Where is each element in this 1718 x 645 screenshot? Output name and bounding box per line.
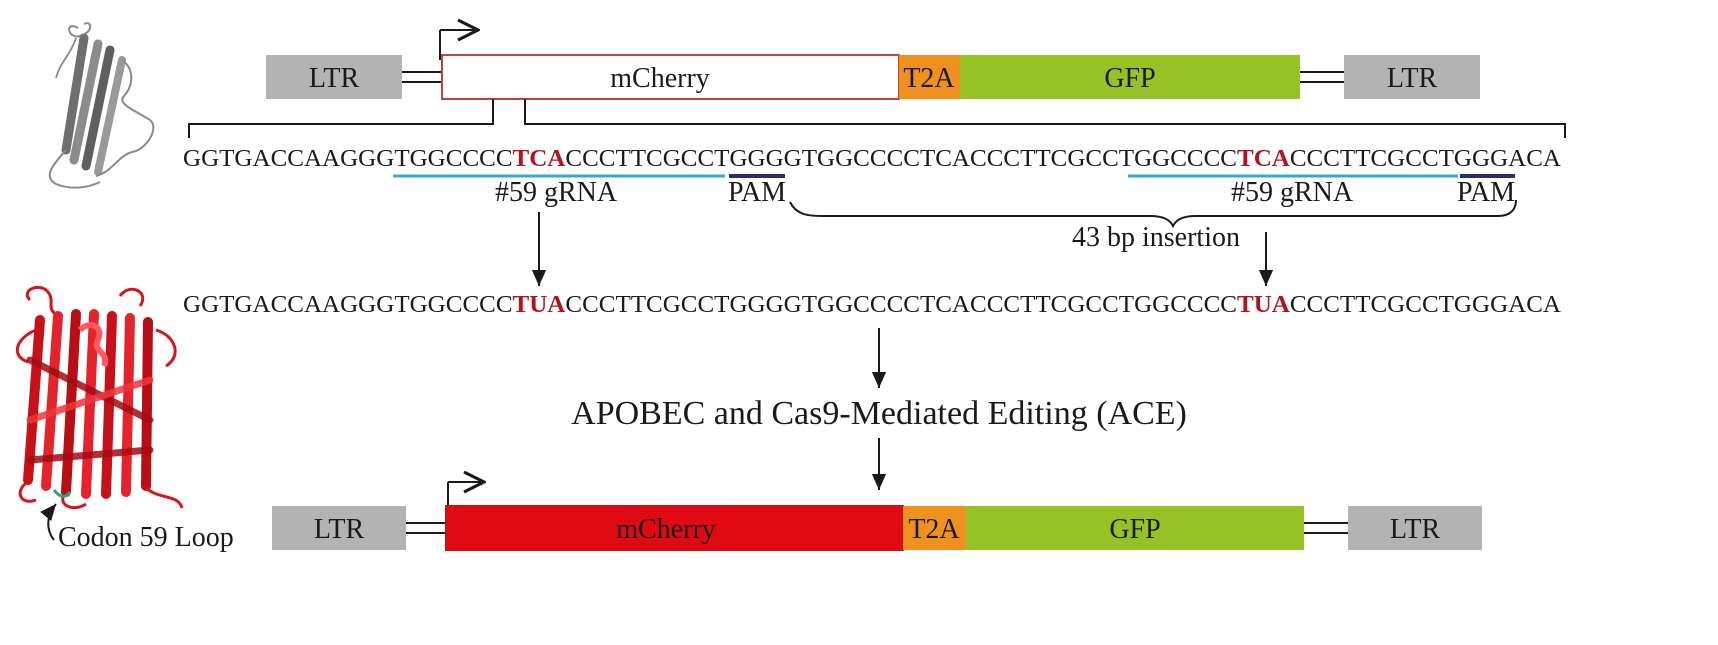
t2a-box-bottom: [903, 506, 966, 550]
ltr-right-box: [1344, 55, 1480, 99]
edit-seg-5: CCCTTCGCCTGGGACA: [1290, 292, 1562, 318]
ltr-right-label: LTR: [1387, 63, 1438, 94]
ltr-left-label-bottom: LTR: [314, 514, 365, 545]
zoom-bracket: [188, 99, 1566, 138]
pam-label-right: PAM: [1457, 177, 1515, 208]
t2a-label-bottom: T2A: [908, 514, 960, 545]
t2a-label-top: T2A: [903, 63, 955, 94]
bottom-construct: LTR mCherry T2A GFP LTR: [272, 482, 1482, 551]
grey-strand-3: [81, 45, 115, 171]
ltr-right-box-bottom: [1348, 506, 1482, 550]
pam-label-left: PAM: [728, 177, 786, 208]
ltr-left-label: LTR: [309, 63, 360, 94]
gfp-label-bottom: GFP: [1109, 514, 1160, 545]
grey-strand-1: [61, 33, 89, 155]
grna-label-left: #59 gRNA: [495, 177, 618, 208]
orig-seg-1: GGTGACCAAGGGTGGCCCC: [183, 146, 513, 172]
ltr-left-box: [266, 55, 402, 99]
grey-strand-2: [69, 39, 103, 165]
gfp-box-bottom: [966, 506, 1304, 550]
edit-seg-1: GGTGACCAAGGGTGGCCCC: [183, 292, 513, 318]
orig-codon-right: TCA: [1237, 146, 1291, 172]
process-label: APOBEC and Cas9-Mediated Editing (ACE): [571, 395, 1187, 432]
gfp-label-top: GFP: [1104, 63, 1155, 94]
orig-seg-3: CCCTTCGCCTGGGGTGGCCCCTCACCCTTCGCCTGGCCCC: [565, 146, 1237, 172]
gfp-box-top: [960, 55, 1300, 99]
codon-59-loop-label: Codon 59 Loop: [58, 522, 234, 553]
mcherry-label-bottom: mCherry: [616, 514, 716, 545]
ltr-right-label-bottom: LTR: [1390, 514, 1441, 545]
ltr-left-box-bottom: [272, 506, 406, 550]
insertion-brace: [789, 199, 1517, 229]
edit-codon-left: TUA: [513, 292, 567, 318]
red-protein-structure-icon: [15, 286, 184, 510]
edit-seg-3: CCCTTCGCCTGGGGTGGCCCCTCACCCTTCGCCTGGCCCC: [565, 292, 1237, 318]
top-construct: LTR mCherry T2A GFP LTR: [266, 30, 1480, 100]
loop-pointer-arrow: [40, 503, 57, 541]
grey-strand-4: [94, 56, 126, 176]
mcherry-box-unedited: [441, 54, 900, 100]
t2a-box-top: [899, 55, 960, 99]
orig-codon-left: TCA: [513, 146, 567, 172]
grey-protein-structure-icon: [48, 22, 155, 189]
grna-label-right: #59 gRNA: [1231, 177, 1354, 208]
edit-codon-right: TUA: [1237, 292, 1291, 318]
codon-59-loop-marker: [52, 489, 72, 498]
orig-seg-5: CCCTTCGCCTGGGACA: [1290, 146, 1562, 172]
mcherry-label-top: mCherry: [610, 63, 710, 94]
insertion-label: 43 bp insertion: [1072, 222, 1240, 253]
